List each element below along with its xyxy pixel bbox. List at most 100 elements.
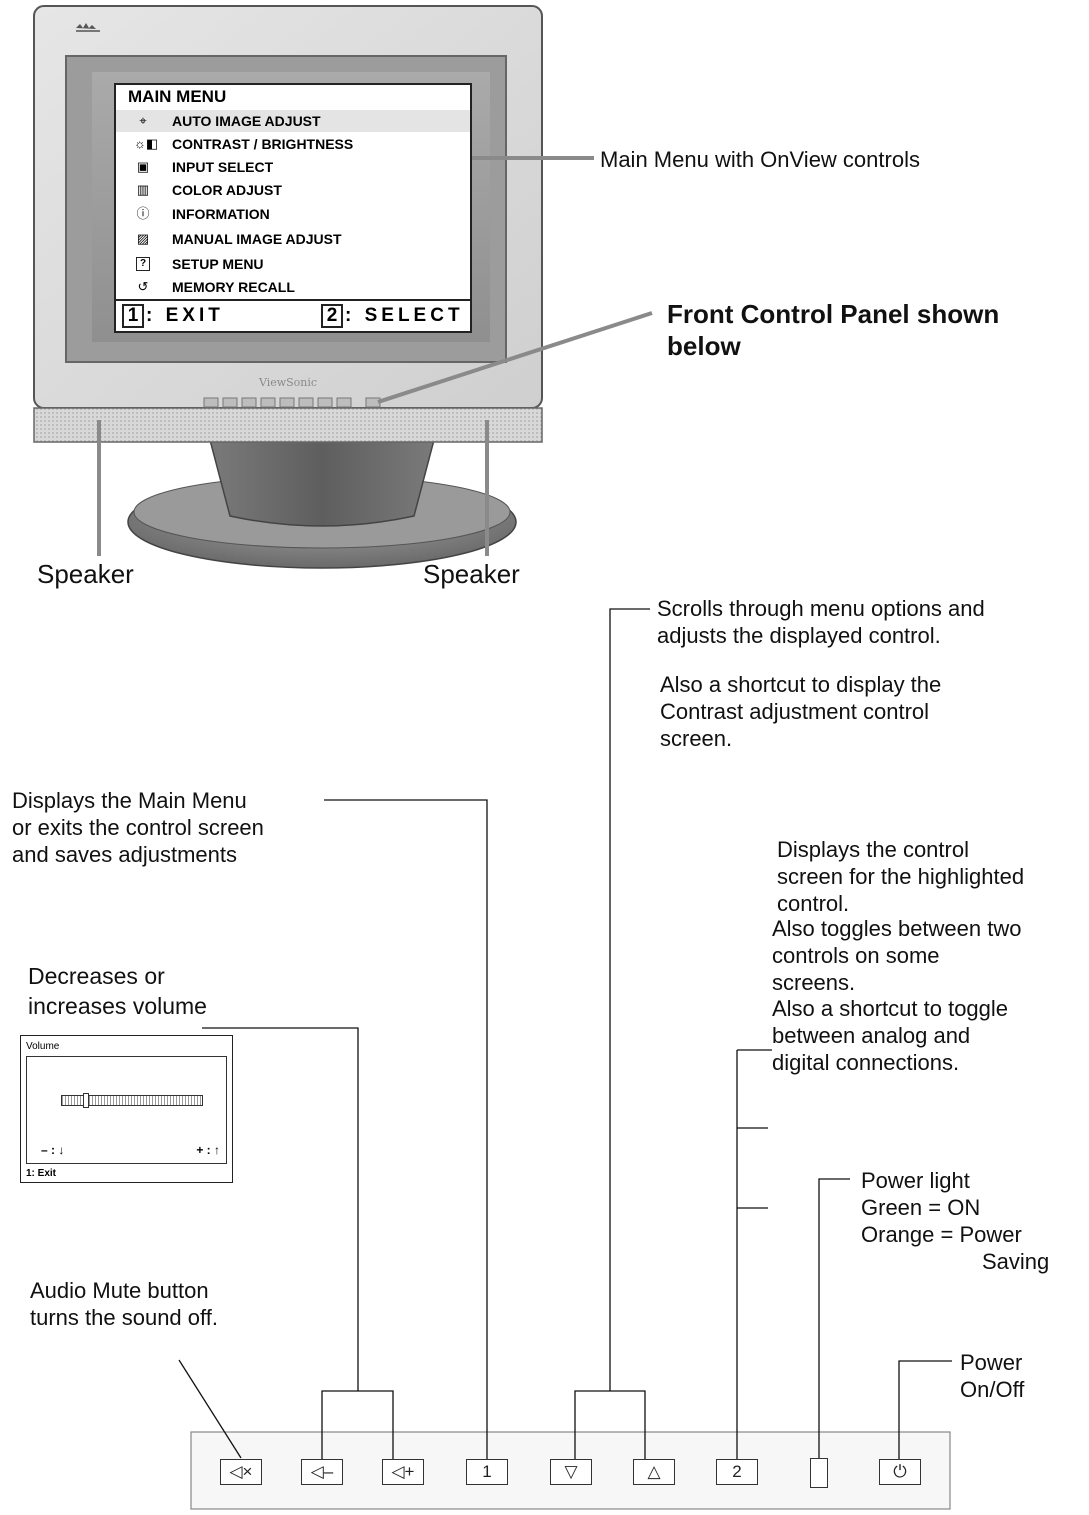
- callout-line: Contrast adjustment control: [660, 699, 930, 724]
- select-button-2[interactable]: 2: [716, 1459, 758, 1485]
- callout-line: between analog and: [772, 1023, 971, 1048]
- callout-line: or exits the control screen: [12, 815, 264, 840]
- osd-item-label: MEMORY RECALL: [172, 279, 295, 295]
- monitor-front-buttons: [203, 397, 381, 408]
- osd-exit-label: : EXIT: [146, 305, 224, 326]
- callout-line: Displays the control: [777, 837, 969, 862]
- key-2-icon: 2: [321, 304, 343, 328]
- power-icon: ⏻: [893, 1462, 907, 1481]
- callout-front-panel-line: below: [667, 331, 741, 361]
- button-1-label: 1: [482, 1462, 492, 1481]
- callout-main-menu: Main Menu with OnView controls: [600, 147, 920, 172]
- mute-button[interactable]: ◁×: [220, 1459, 262, 1485]
- osd-title: MAIN MENU: [128, 87, 227, 106]
- callout-line: Power: [960, 1350, 1023, 1375]
- volume-down-button[interactable]: ◁–: [301, 1459, 343, 1485]
- key-1-icon: 1: [122, 304, 144, 328]
- button-2-label: 2: [732, 1462, 742, 1481]
- callout-line: and saves adjustments: [12, 842, 238, 867]
- volume-minus-hint: – : ↓: [41, 1143, 65, 1157]
- question-icon: ?: [136, 257, 150, 271]
- down-arrow-icon: ▽: [564, 1462, 578, 1481]
- volume-up-button[interactable]: ◁+: [382, 1459, 424, 1485]
- callout-mute: Audio Mute button turns the sound off.: [30, 1277, 218, 1331]
- callout-line: Displays the Main Menu: [12, 788, 247, 813]
- callout-speaker-left: Speaker: [37, 559, 134, 589]
- osd-item-label: COLOR ADJUST: [172, 182, 282, 198]
- osd-item-contrast-brightness[interactable]: ☼◧ CONTRAST / BRIGHTNESS: [116, 133, 470, 155]
- callout-line: Audio Mute button: [30, 1278, 209, 1303]
- callout-line: screen for the highlighted: [777, 864, 1025, 889]
- osd-item-color-adjust[interactable]: ▥ COLOR ADJUST: [116, 179, 470, 201]
- osd-main-menu: MAIN MENU ⌖ AUTO IMAGE ADJUST ☼◧ CONTRAS…: [114, 83, 472, 333]
- osd-exit-hint[interactable]: 1: EXIT: [122, 304, 224, 328]
- volume-plus-hint: + : ↑: [196, 1143, 220, 1157]
- callout-power-button: Power On/Off: [960, 1349, 1024, 1403]
- callout-speaker-right: Speaker: [423, 559, 520, 589]
- callout-line: control.: [777, 891, 850, 916]
- image-icon: ▨: [136, 231, 150, 246]
- osd-footer: 1: EXIT 2: SELECT: [116, 299, 470, 331]
- power-button[interactable]: ⏻: [879, 1459, 921, 1485]
- callout-line: screen.: [660, 726, 733, 751]
- callout-line: increases volume: [28, 993, 207, 1019]
- mute-icon: ◁×: [229, 1462, 253, 1481]
- osd-item-label: CONTRAST / BRIGHTNESS: [172, 136, 354, 152]
- callout-line: screens.: [772, 970, 856, 995]
- crosshair-icon: ⌖: [139, 113, 147, 128]
- callout-line: controls on some: [772, 943, 940, 968]
- callout-line: Also toggles between two: [772, 916, 1022, 941]
- down-button[interactable]: ▽: [550, 1459, 592, 1485]
- callout-toggle-controls: Also toggles between two controls on som…: [772, 915, 1022, 996]
- osd-select-label: : SELECT: [345, 305, 464, 326]
- monitor-stand: [127, 439, 517, 569]
- osd-select-hint[interactable]: 2: SELECT: [321, 304, 464, 328]
- up-arrow-icon: △: [647, 1462, 661, 1481]
- callout-line: On/Off: [960, 1377, 1025, 1402]
- recall-icon: ↺: [137, 279, 149, 294]
- volume-screen: Volume – : ↓ + : ↑ 1: Exit: [20, 1035, 233, 1183]
- viewsonic-logo-icon: [76, 23, 100, 32]
- callout-line: Also a shortcut to display the: [660, 672, 942, 697]
- brand-text: ViewSonic: [258, 376, 317, 389]
- osd-item-label: INFORMATION: [172, 206, 270, 222]
- callout-line: Green = ON: [861, 1195, 981, 1220]
- volume-slider[interactable]: [61, 1093, 203, 1108]
- callout-line: Saving: [982, 1249, 1050, 1274]
- osd-item-label: SETUP MENU: [172, 256, 264, 272]
- color-bars-icon: ▥: [136, 182, 150, 197]
- up-button[interactable]: △: [633, 1459, 675, 1485]
- osd-item-label: AUTO IMAGE ADJUST: [172, 113, 321, 129]
- callout-line: digital connections.: [772, 1050, 960, 1075]
- callout-line: Power light: [861, 1168, 970, 1193]
- callout-line: adjusts the displayed control.: [657, 623, 941, 648]
- callout-line: Also a shortcut to toggle: [772, 996, 1009, 1021]
- volume-down-icon: ◁–: [310, 1462, 334, 1481]
- callout-toggle-connections: Also a shortcut to toggle between analog…: [772, 995, 1008, 1076]
- callout-line: turns the sound off.: [30, 1305, 218, 1330]
- volume-slider-handle[interactable]: [83, 1093, 89, 1108]
- callout-line: Decreases or: [28, 963, 165, 989]
- osd-item-manual-image-adjust[interactable]: ▨ MANUAL IMAGE ADJUST: [116, 228, 470, 250]
- volume-up-icon: ◁+: [391, 1462, 415, 1481]
- osd-item-memory-recall[interactable]: ↺ MEMORY RECALL: [116, 276, 470, 298]
- callout-volume: Decreases or increases volume: [28, 961, 207, 1021]
- input-icon: ▣: [136, 159, 150, 174]
- menu-button-1[interactable]: 1: [466, 1459, 508, 1485]
- callout-power-light: Power light Green = ON Orange = Power Sa…: [861, 1167, 1049, 1275]
- callout-select-button: Displays the control screen for the high…: [777, 836, 1024, 917]
- osd-item-label: MANUAL IMAGE ADJUST: [172, 231, 342, 247]
- callout-front-panel-line: Front Control Panel shown: [667, 299, 1000, 329]
- osd-item-input-select[interactable]: ▣ INPUT SELECT: [116, 156, 470, 178]
- osd-item-auto-image-adjust[interactable]: ⌖ AUTO IMAGE ADJUST: [116, 110, 470, 132]
- callout-main-menu-button: Displays the Main Menu or exits the cont…: [12, 787, 264, 868]
- monitor-callout-lines: [97, 156, 653, 556]
- panel-callout-lines: [178, 608, 952, 1459]
- callout-scroll: Scrolls through menu options and adjusts…: [657, 595, 985, 649]
- volume-title: Volume: [26, 1041, 60, 1052]
- power-light-indicator: [810, 1458, 828, 1488]
- callout-contrast-shortcut: Also a shortcut to display the Contrast …: [660, 671, 941, 752]
- osd-item-setup-menu[interactable]: ? SETUP MENU: [116, 253, 470, 275]
- callout-line: Orange = Power: [861, 1222, 1022, 1247]
- osd-item-information[interactable]: ⓘ INFORMATION: [116, 203, 470, 225]
